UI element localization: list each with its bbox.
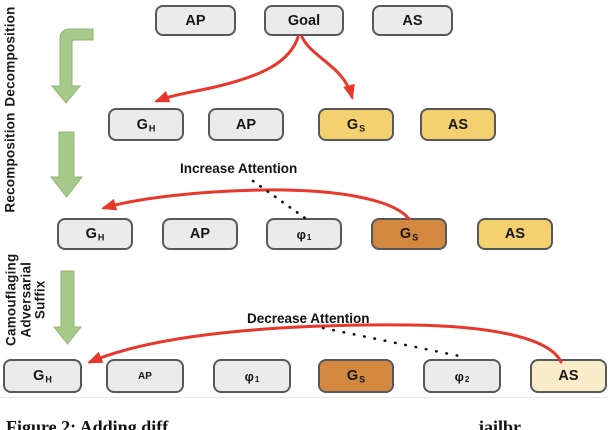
box-label: Goal [287, 12, 321, 29]
box-subscript: 1 [254, 374, 260, 384]
box-subscript: H [45, 374, 52, 385]
stage-label-line: Suffix [32, 280, 48, 320]
box-label: AP [185, 12, 206, 29]
increase-attention-label: Increase Attention [180, 161, 298, 176]
decrease-attention-label: Decrease Attention [247, 311, 370, 326]
box-label: φ [296, 226, 306, 242]
box-goal: Goal [264, 5, 344, 36]
box-label: G [33, 368, 45, 384]
box-subscript: 2 [464, 374, 470, 384]
stage-label-line: Camouflaging [3, 253, 19, 346]
recomposition-arrow-icon [49, 131, 84, 198]
box-label: G [346, 368, 359, 384]
box-label: AS [504, 226, 526, 242]
goal-to-gh-arrow [154, 35, 300, 103]
goal-to-gs-arrow [300, 35, 355, 100]
caption-separator [0, 397, 608, 398]
box-subscript: 1 [306, 232, 312, 242]
box-label: AS [447, 116, 469, 133]
box-ap-row1: AP [155, 5, 236, 36]
box-label: G [399, 226, 412, 242]
box-label: AP [138, 370, 152, 382]
box-as-row2: AS [420, 108, 496, 141]
camouflaging-arrow-icon [52, 270, 83, 345]
box-label: G [346, 116, 359, 133]
decrease-attention-dotted-line [321, 326, 466, 359]
stage-label-recomposition: Recomposition [2, 112, 18, 213]
box-subscript: S [359, 122, 366, 133]
box-label: φ [454, 368, 464, 384]
stage-label-decomposition: Decomposition [2, 6, 18, 107]
box-subscript: H [148, 122, 156, 133]
box-label: AS [402, 12, 423, 29]
stage-label-camouflaging: Camouflaging Adversarial Suffix [3, 235, 48, 365]
box-as-row4: AS [530, 359, 607, 393]
figure-caption-fragment: jailbr [478, 417, 521, 430]
box-as-row1: AS [372, 5, 453, 36]
box-as-row3: AS [477, 218, 553, 250]
box-subscript: S [359, 374, 366, 385]
stage-label-line: Adversarial [17, 261, 33, 338]
figure-caption: Figure 2: Adding diff [6, 417, 169, 430]
box-ap-row3: AP [162, 218, 238, 250]
box-subscript: H [97, 232, 105, 243]
decomposition-arrow-icon [50, 28, 94, 104]
box-ap-row2: AP [208, 108, 284, 141]
box-subscript: S [412, 232, 419, 243]
increase-attention-arrow [101, 188, 411, 221]
increase-attention-dotted-line [251, 179, 307, 220]
box-label: G [85, 226, 97, 242]
box-label: G [136, 116, 148, 133]
box-label: AP [189, 226, 211, 242]
box-label: φ [244, 368, 254, 384]
box-label: AS [558, 368, 579, 384]
box-ap-row4: AP [106, 359, 184, 393]
box-label: AP [235, 116, 257, 133]
decrease-attention-arrow [87, 323, 563, 364]
